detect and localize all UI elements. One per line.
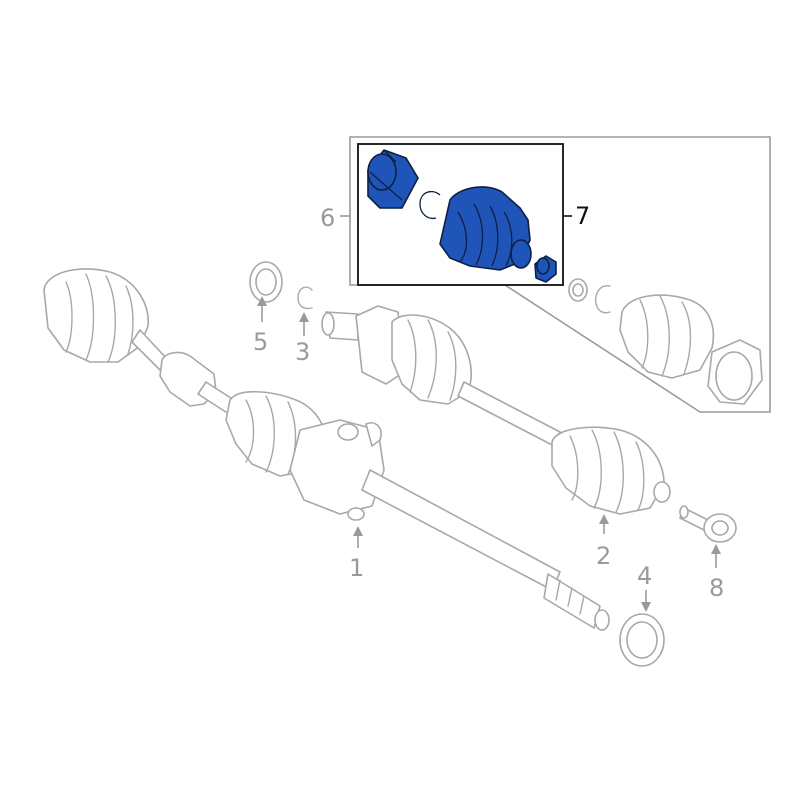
clamp-ring-small <box>534 255 557 283</box>
halfshaft-left <box>43 268 610 631</box>
inset-box-outline <box>349 136 771 413</box>
bolt-8 <box>679 505 737 543</box>
kit-box-outline <box>357 143 564 286</box>
callout-1: 1 <box>349 554 364 582</box>
callout-2: 2 <box>596 542 611 570</box>
callout-8: 8 <box>709 574 724 602</box>
boot-bellows <box>439 186 532 271</box>
clamp-ring-large <box>367 149 419 209</box>
callout-3: 3 <box>295 338 310 366</box>
snap-ring-3 <box>297 286 313 310</box>
washer-5 <box>249 261 283 303</box>
callout-6: 6 <box>320 204 335 232</box>
snap-ring-kit <box>419 190 441 220</box>
leaders <box>257 215 721 612</box>
callout-7: 7 <box>575 202 590 230</box>
seal-4 <box>619 613 665 667</box>
boot-kit-highlight <box>367 149 557 283</box>
callout-5: 5 <box>253 328 268 356</box>
inset-joint-parts <box>568 278 763 405</box>
halfshaft-right <box>321 305 671 515</box>
callout-4: 4 <box>637 562 652 590</box>
